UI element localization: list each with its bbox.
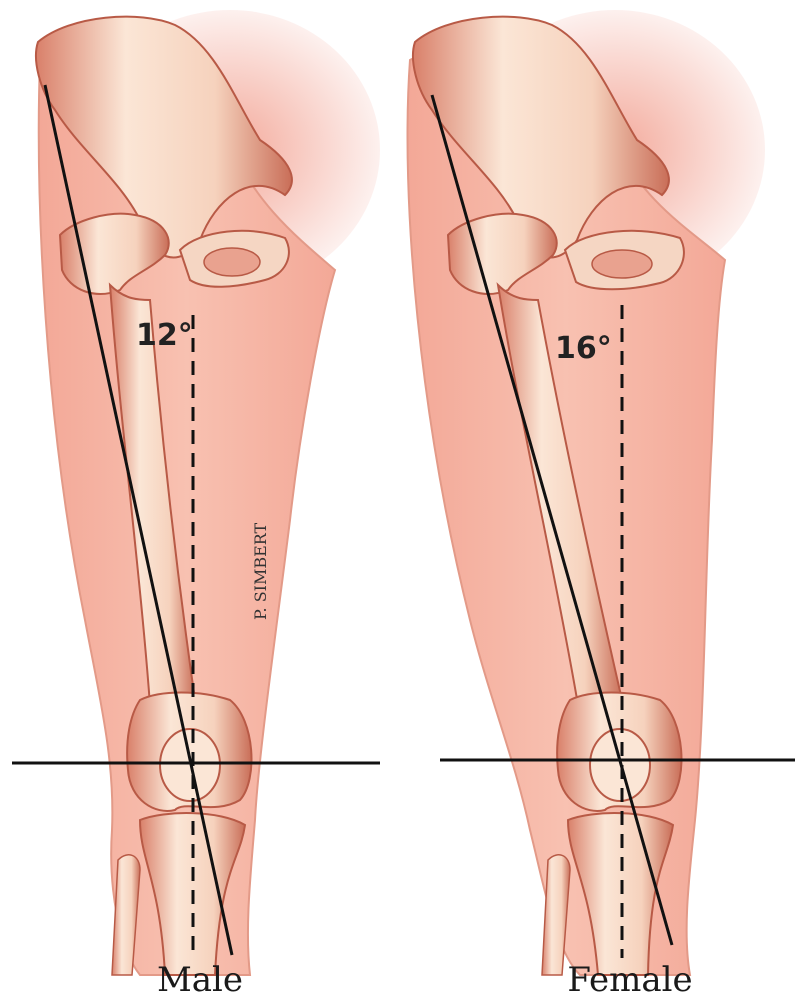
male-caption: Male bbox=[110, 958, 290, 1002]
male-obturator-foramen bbox=[204, 248, 260, 276]
male-angle-label: 12° bbox=[136, 318, 193, 353]
female-caption: Female bbox=[520, 958, 740, 1002]
female-leg-panel: 16° bbox=[408, 10, 795, 975]
artist-signature: P. SIMBERT bbox=[251, 522, 270, 620]
female-obturator-foramen bbox=[592, 250, 652, 278]
male-leg-panel: 12° P. SIMBERT bbox=[12, 10, 380, 975]
female-angle-label: 16° bbox=[555, 331, 612, 366]
